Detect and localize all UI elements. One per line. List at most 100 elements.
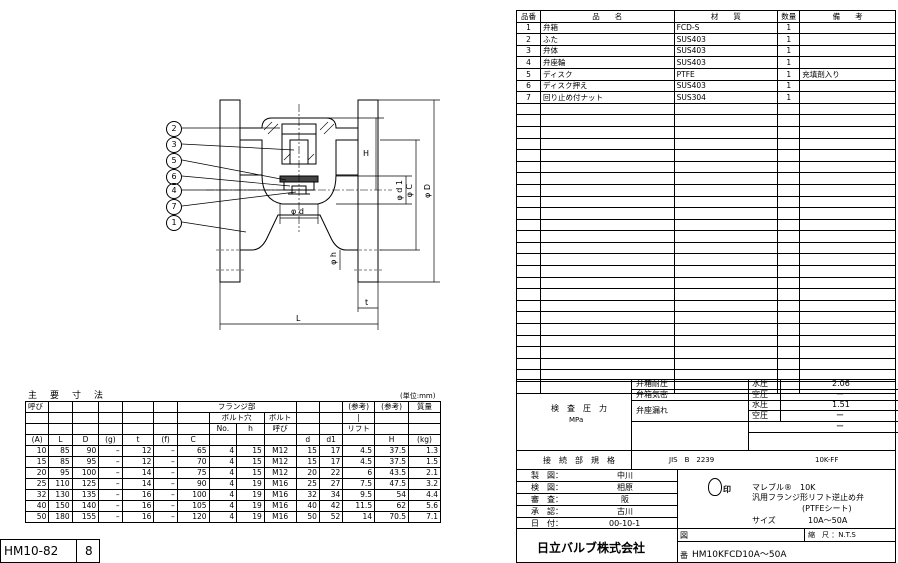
parts-cell-empty bbox=[799, 183, 896, 197]
dims-cell: 52 bbox=[318, 511, 344, 523]
parts-cell-empty bbox=[539, 288, 675, 301]
dims-cell: 50 bbox=[295, 511, 320, 523]
dims-cell: 155 bbox=[71, 511, 100, 523]
parts-cell-empty bbox=[516, 125, 541, 139]
parts-cell-empty bbox=[516, 346, 541, 359]
dims-cell: 17 bbox=[318, 445, 344, 457]
inspection-item-1-medium: 水圧 bbox=[752, 379, 768, 388]
company-block: 日立バルブ株式会社 bbox=[516, 528, 678, 563]
drawing-no-value: HM10KFCD10A～50A bbox=[692, 550, 787, 560]
parts-row-empty bbox=[516, 183, 896, 197]
parts-cell-empty bbox=[799, 102, 896, 116]
dims-cell: 12 bbox=[121, 445, 155, 457]
dims-cell: 95 bbox=[48, 467, 73, 479]
parts-cell-empty bbox=[673, 288, 779, 301]
parts-cell-empty bbox=[799, 160, 896, 174]
dims-h4-cell: L bbox=[48, 434, 73, 446]
dims-cell: 40 bbox=[295, 500, 320, 512]
dims-cell: 130 bbox=[48, 489, 73, 501]
dims-cell: 75 bbox=[176, 467, 210, 479]
parts-row-empty bbox=[516, 346, 896, 359]
dims-h-no: No. bbox=[208, 423, 238, 435]
parts-cell-empty bbox=[673, 357, 779, 371]
parts-cell-empty bbox=[539, 346, 675, 359]
dims-cell: 22 bbox=[318, 467, 344, 479]
dims-h-blank bbox=[295, 412, 320, 424]
inspection-item-4-medium: 空圧 bbox=[752, 411, 768, 420]
parts-cell-note bbox=[799, 44, 896, 58]
page-ref-code-box: HM10-82 bbox=[0, 539, 77, 563]
parts-cell-empty bbox=[539, 334, 675, 348]
parts-cell-empty bbox=[539, 253, 675, 267]
dims-h4-cell: D bbox=[71, 434, 100, 446]
dims-cell: 4 bbox=[208, 511, 238, 523]
parts-cell-note bbox=[799, 91, 896, 104]
parts-cell-material: SUS304 bbox=[673, 91, 779, 104]
dims-h-ref1: (参考) bbox=[342, 401, 376, 413]
dims-h-lift: リフト bbox=[342, 423, 376, 435]
dims-cell: 85 bbox=[48, 456, 73, 468]
inspection-item-3-medium: 水圧 bbox=[752, 400, 768, 409]
dims-cell: – bbox=[153, 478, 178, 490]
parts-cell-empty bbox=[673, 311, 779, 325]
inspection-item-3-value: 1.51 bbox=[832, 400, 850, 409]
inspection-hline bbox=[748, 410, 898, 411]
dims-h-blank bbox=[408, 412, 441, 424]
standard-row: 接 続 部 規 格 JIS B 2239 10K-FF bbox=[516, 450, 896, 470]
approvals-hline bbox=[517, 505, 677, 506]
parts-cell-empty bbox=[539, 265, 675, 278]
parts-cell-empty bbox=[539, 381, 675, 394]
dims-h-size: 呼び bbox=[24, 401, 50, 413]
parts-cell-empty bbox=[799, 299, 896, 313]
dims-cell: 3.2 bbox=[408, 478, 441, 490]
dims-h-blank bbox=[98, 401, 123, 413]
parts-cell-empty bbox=[777, 346, 801, 359]
dims-cell: – bbox=[153, 445, 178, 457]
dim-label-phi-C: φ C bbox=[405, 184, 414, 198]
inspection-grid: 弁箱耐圧 弁箱気密 弁座漏れ 水圧 空圧 水圧 空圧 2.06 ー 1.51 ー… bbox=[631, 379, 898, 451]
parts-cell-empty bbox=[673, 172, 779, 185]
parts-cell-empty bbox=[777, 207, 801, 220]
dims-h-blank bbox=[176, 412, 210, 424]
parts-cell-empty bbox=[539, 311, 675, 325]
dim-label-phi-d: φ d bbox=[291, 207, 304, 216]
dims-cell: 140 bbox=[71, 500, 100, 512]
dims-cell: 11.5 bbox=[342, 500, 376, 512]
parts-cell-empty bbox=[539, 114, 675, 127]
dims-h4-cell: t bbox=[121, 434, 155, 446]
parts-cell-empty bbox=[539, 230, 675, 243]
parts-cell-empty bbox=[777, 276, 801, 290]
dims-cell: 90 bbox=[71, 445, 100, 457]
parts-cell-no: 1 bbox=[516, 21, 541, 35]
parts-cell-empty bbox=[539, 357, 675, 371]
approval-name-review: 阪 bbox=[621, 495, 629, 504]
dims-cell: 16 bbox=[121, 500, 155, 512]
dims-h4-cell: (kg) bbox=[408, 434, 441, 446]
dims-h-blank bbox=[374, 423, 410, 435]
dims-h-blank bbox=[153, 412, 178, 424]
dims-h4-cell: (A) bbox=[24, 434, 50, 446]
parts-cell-empty bbox=[539, 172, 675, 185]
dims-cell: 7.1 bbox=[408, 511, 441, 523]
drawing-no-label-top: 図 bbox=[680, 531, 688, 540]
parts-cell-name: 回り止め付ナット bbox=[539, 91, 675, 104]
parts-row-empty bbox=[516, 334, 896, 348]
dims-cell: 50 bbox=[24, 511, 50, 523]
dims-h-blank bbox=[318, 412, 344, 424]
dims-h4-cell: (f) bbox=[153, 434, 178, 446]
dims-cell: 6 bbox=[342, 467, 376, 479]
approvals-hline bbox=[517, 493, 677, 494]
parts-cell-no: 3 bbox=[516, 44, 541, 58]
scale-label: 縮 尺 ：N.T.S bbox=[808, 531, 856, 539]
parts-cell-empty bbox=[799, 114, 896, 127]
parts-cell-empty bbox=[777, 160, 801, 174]
parts-cell-empty bbox=[673, 114, 779, 127]
dims-cell: 20 bbox=[24, 467, 50, 479]
dims-cell: 4 bbox=[208, 500, 238, 512]
parts-cell-material: SUS403 bbox=[673, 56, 779, 69]
dims-cell: 4.5 bbox=[342, 456, 376, 468]
